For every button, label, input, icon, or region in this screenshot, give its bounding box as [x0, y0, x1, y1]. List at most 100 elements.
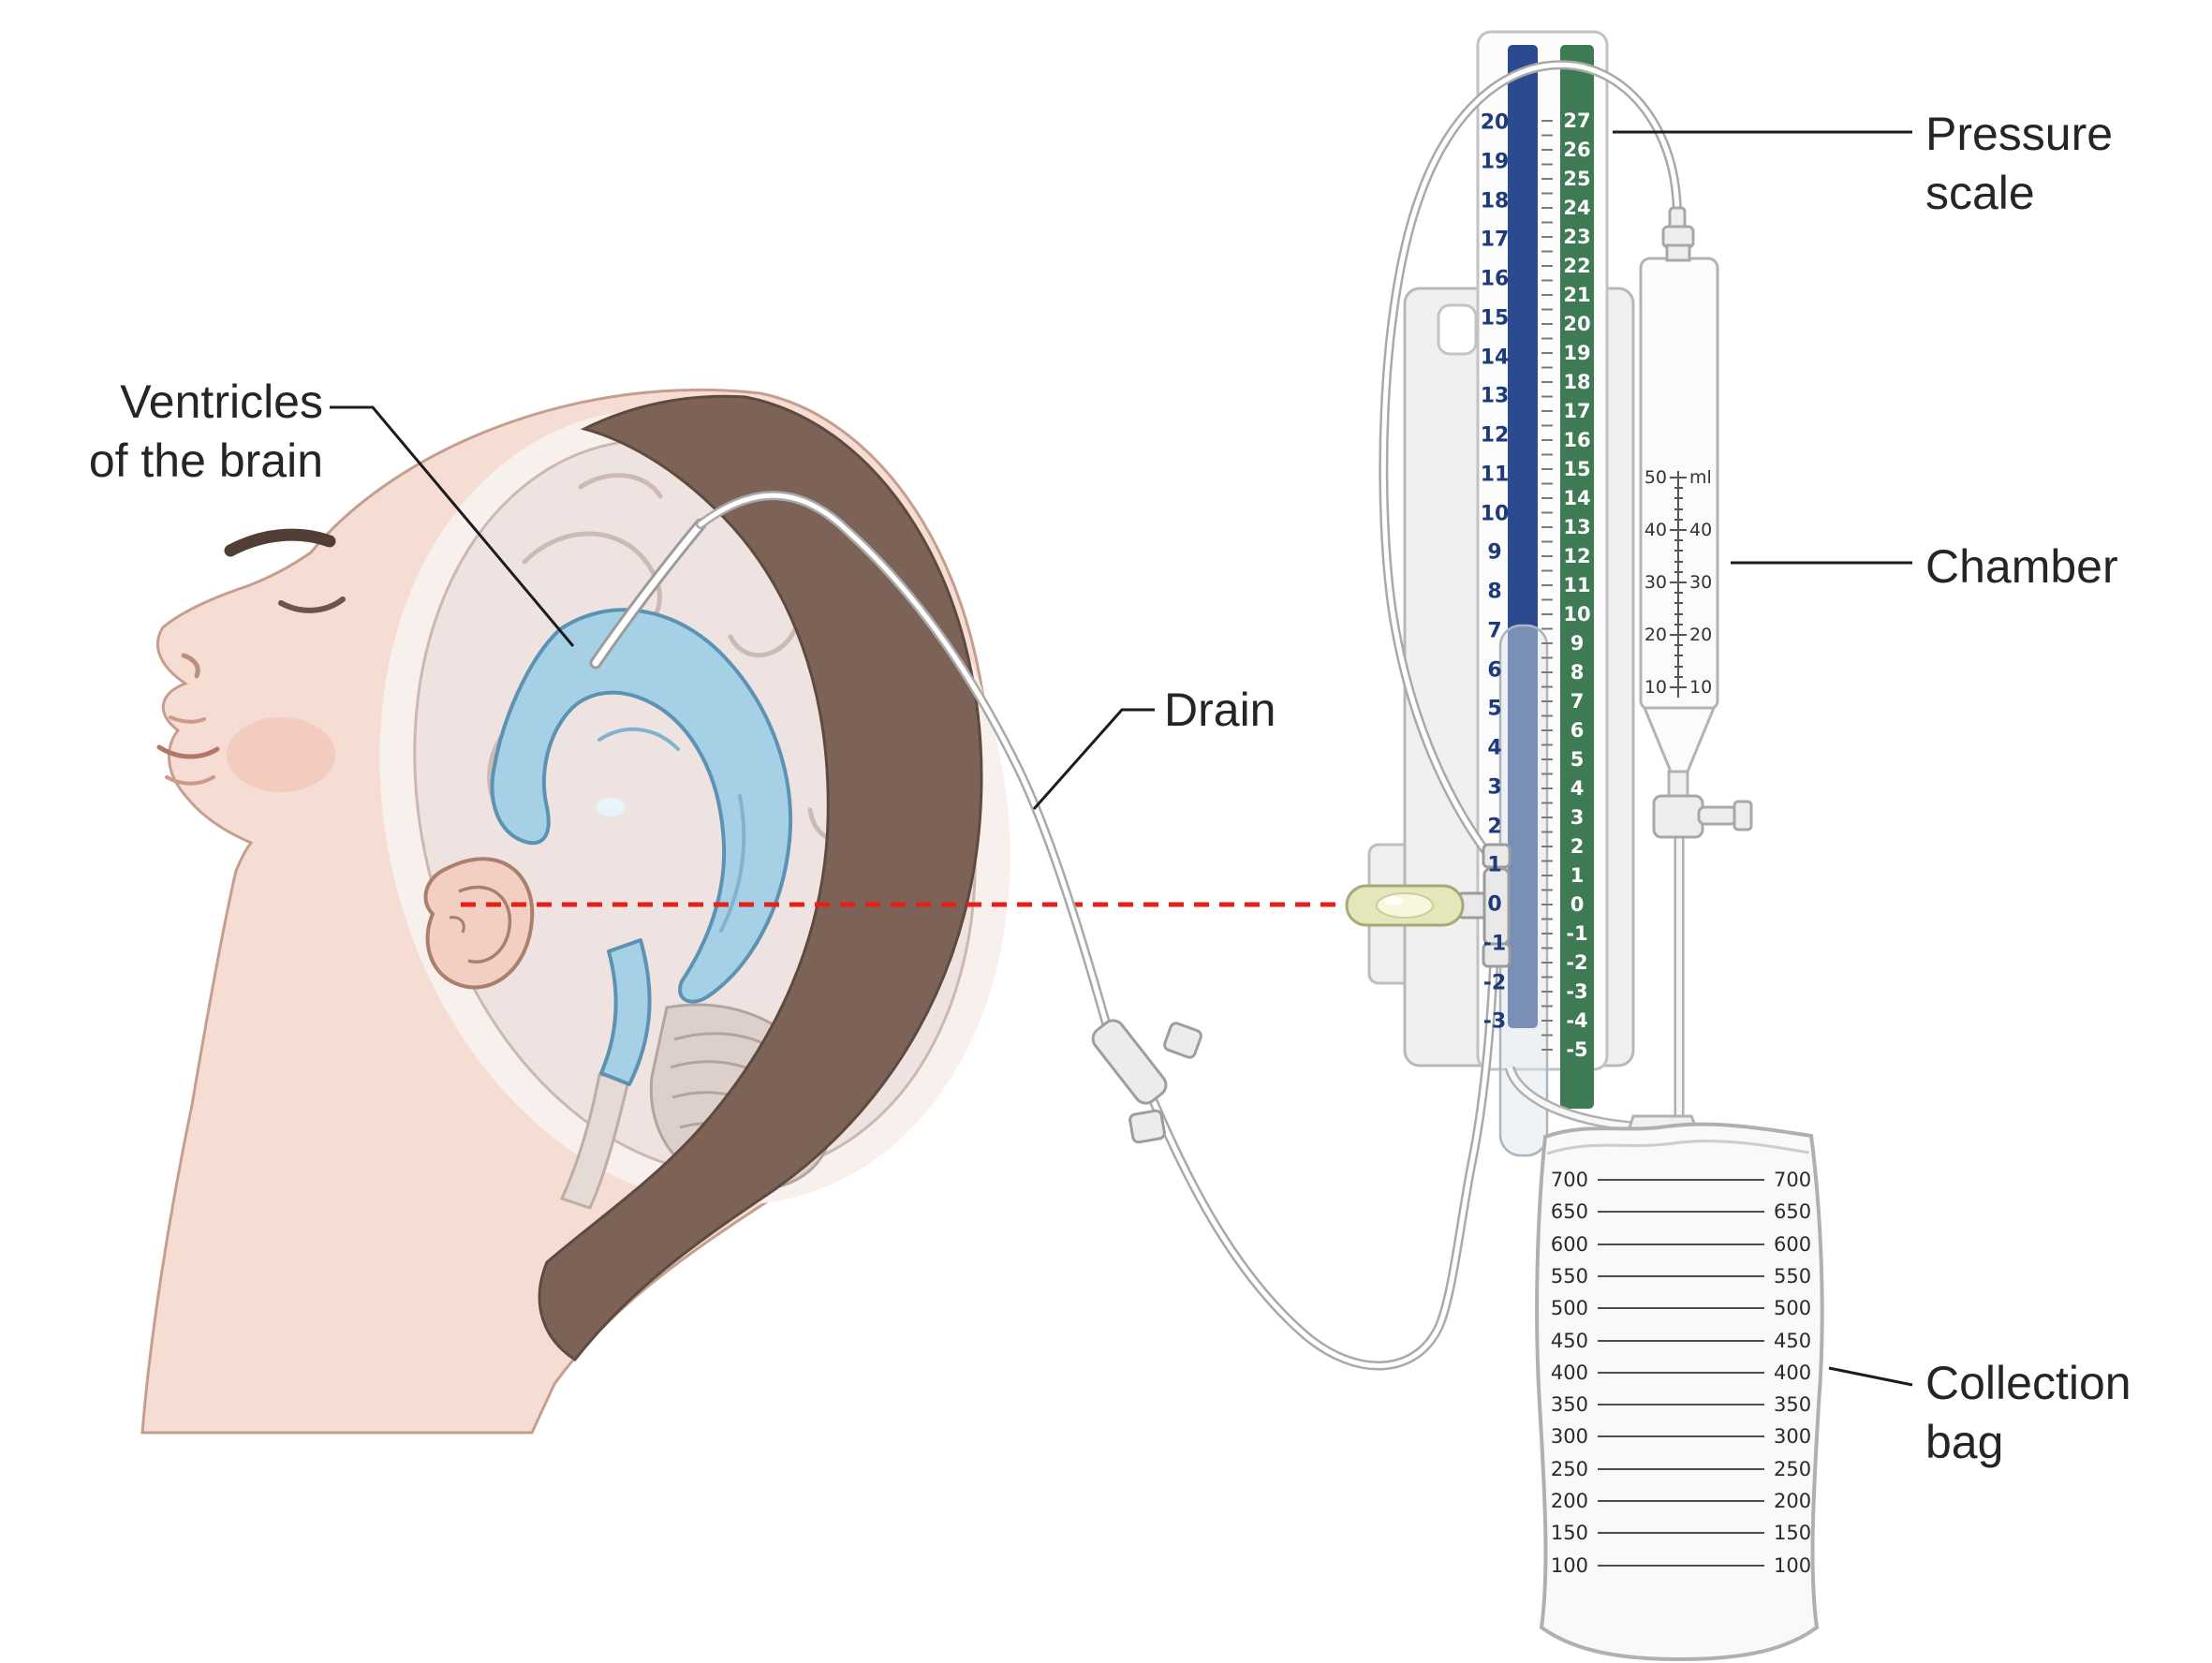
green-scale-number: 11: [1563, 574, 1591, 596]
bag-scale-number: 200: [1550, 1490, 1588, 1512]
bag-scale-number: 650: [1550, 1200, 1588, 1224]
green-scale-number: 8: [1570, 661, 1585, 684]
label-pressure-line1: Pressure: [1925, 108, 2114, 160]
green-scale-number: 21: [1563, 284, 1591, 306]
blue-scale-number: 9: [1487, 540, 1502, 565]
bag-top-seam: [1546, 1140, 1810, 1155]
lips: [156, 715, 220, 786]
blue-scale-strip: [1508, 45, 1538, 1028]
label-ventricles-line1: Ventricles: [120, 375, 323, 428]
chamber-tick: [1670, 581, 1687, 583]
green-scale-number: 27: [1563, 110, 1591, 132]
blue-scale-number: -3: [1482, 1009, 1507, 1034]
blue-scale-number: 1: [1487, 853, 1502, 877]
green-scale-number: 17: [1563, 400, 1591, 422]
green-scale-number: 25: [1563, 168, 1591, 190]
bag-scale-number: 550: [1550, 1264, 1588, 1288]
bag-scale-number: 200: [1774, 1490, 1812, 1512]
green-scale-number: -4: [1566, 1009, 1588, 1032]
green-scale-number: 10: [1563, 603, 1591, 625]
drain-pointer-line: [1032, 708, 1155, 810]
label-pressure-line2: scale: [1925, 167, 2035, 219]
bag-scale-number: 250: [1550, 1457, 1588, 1480]
chamber-tick: [1670, 529, 1687, 531]
bag-scale-number: 150: [1774, 1522, 1812, 1545]
blue-scale-number: 10: [1480, 502, 1510, 525]
label-chamber: Chamber: [1925, 540, 2118, 593]
bag-scale-line: [1598, 1532, 1764, 1535]
bag-scale-line: [1598, 1564, 1764, 1567]
bag-scale-line: [1598, 1435, 1764, 1438]
green-scale-number: -2: [1566, 951, 1588, 974]
chamber-tick: [1674, 487, 1683, 490]
chamber-tick: [1674, 518, 1683, 521]
scale-minor-ticks: [1541, 120, 1553, 1051]
ear: [423, 857, 535, 990]
bag-scale-number: 400: [1550, 1361, 1588, 1384]
hair: [538, 394, 983, 1362]
chamber-tick: [1674, 665, 1683, 668]
chamber-tick: [1674, 539, 1683, 542]
bag-scale-number: 550: [1774, 1264, 1812, 1288]
chamber-ruler: [1677, 471, 1679, 698]
chamber-scale-number: 10: [1689, 677, 1713, 698]
chamber-tick: [1674, 592, 1683, 595]
green-scale-number: 20: [1563, 313, 1591, 335]
green-scale-number: 18: [1563, 371, 1591, 393]
overhead-tube: [1379, 60, 1682, 870]
bag-scale-line: [1598, 1467, 1764, 1470]
ventricular-catheter: [589, 518, 707, 670]
green-scale-number: -3: [1566, 980, 1588, 1003]
green-scale-number: 23: [1563, 226, 1591, 248]
bag-scale-number: 450: [1774, 1329, 1812, 1352]
bag-scale-line: [1598, 1500, 1764, 1502]
bag-scale-number: 300: [1550, 1425, 1588, 1449]
blue-scale-number: 0: [1487, 892, 1502, 917]
cheek-blush: [227, 717, 335, 792]
bag-scale-number: 350: [1774, 1393, 1812, 1417]
blue-scale-number: -1: [1482, 932, 1507, 956]
bag-scale-number: 150: [1550, 1522, 1588, 1545]
inline-stopcock: [1091, 1019, 1202, 1144]
green-scale-number: 2: [1570, 835, 1585, 858]
drain-tube: [696, 491, 1499, 1371]
chamber-tick: [1670, 634, 1687, 636]
green-scale-number: 0: [1570, 893, 1585, 916]
eyebrow: [224, 528, 336, 557]
chamber-tick: [1670, 477, 1687, 478]
ventricle-highlights: [596, 727, 746, 933]
green-scale-number: 14: [1563, 487, 1591, 509]
green-scale-number: 1: [1570, 864, 1585, 887]
chamber-tick: [1674, 560, 1683, 563]
green-scale-number: -1: [1566, 922, 1588, 945]
chamber-top-connector: [1661, 206, 1695, 262]
evd-device: [1367, 30, 1824, 1662]
chamber-tick: [1674, 655, 1683, 657]
chamber-scale-number: 10: [1644, 677, 1667, 698]
blue-scale-number: 4: [1487, 736, 1502, 760]
collection-pointer-line: [1828, 1366, 1913, 1387]
ventricles-shape: [490, 608, 792, 1086]
bag-scale-number: 600: [1550, 1232, 1588, 1256]
chamber-scale-number: 20: [1689, 625, 1713, 645]
blue-scale-number: 13: [1480, 384, 1510, 408]
blue-scale-number: 8: [1487, 580, 1502, 604]
green-scale-number: 19: [1563, 342, 1591, 364]
chamber-tick: [1674, 508, 1683, 510]
bag-scale-number: 250: [1774, 1457, 1812, 1480]
bag-scale-number: 500: [1774, 1297, 1812, 1320]
label-ventricles: Ventricles of the brain: [37, 373, 323, 491]
bag-scale-number: 500: [1550, 1297, 1588, 1320]
blue-scale-number: 15: [1480, 306, 1510, 331]
green-scale-strip: [1560, 45, 1594, 1109]
bag-scale-number: 700: [1774, 1169, 1812, 1191]
bag-scale-line: [1598, 1339, 1764, 1342]
blue-scale-number: 12: [1480, 423, 1510, 448]
green-scale-number: -5: [1566, 1038, 1588, 1061]
chamber-stopcock: [1652, 794, 1753, 839]
closed-eye: [278, 596, 346, 613]
green-scale-number: 12: [1563, 545, 1591, 567]
bag-scale-line: [1598, 1274, 1764, 1277]
green-scale-number: 22: [1563, 255, 1591, 277]
